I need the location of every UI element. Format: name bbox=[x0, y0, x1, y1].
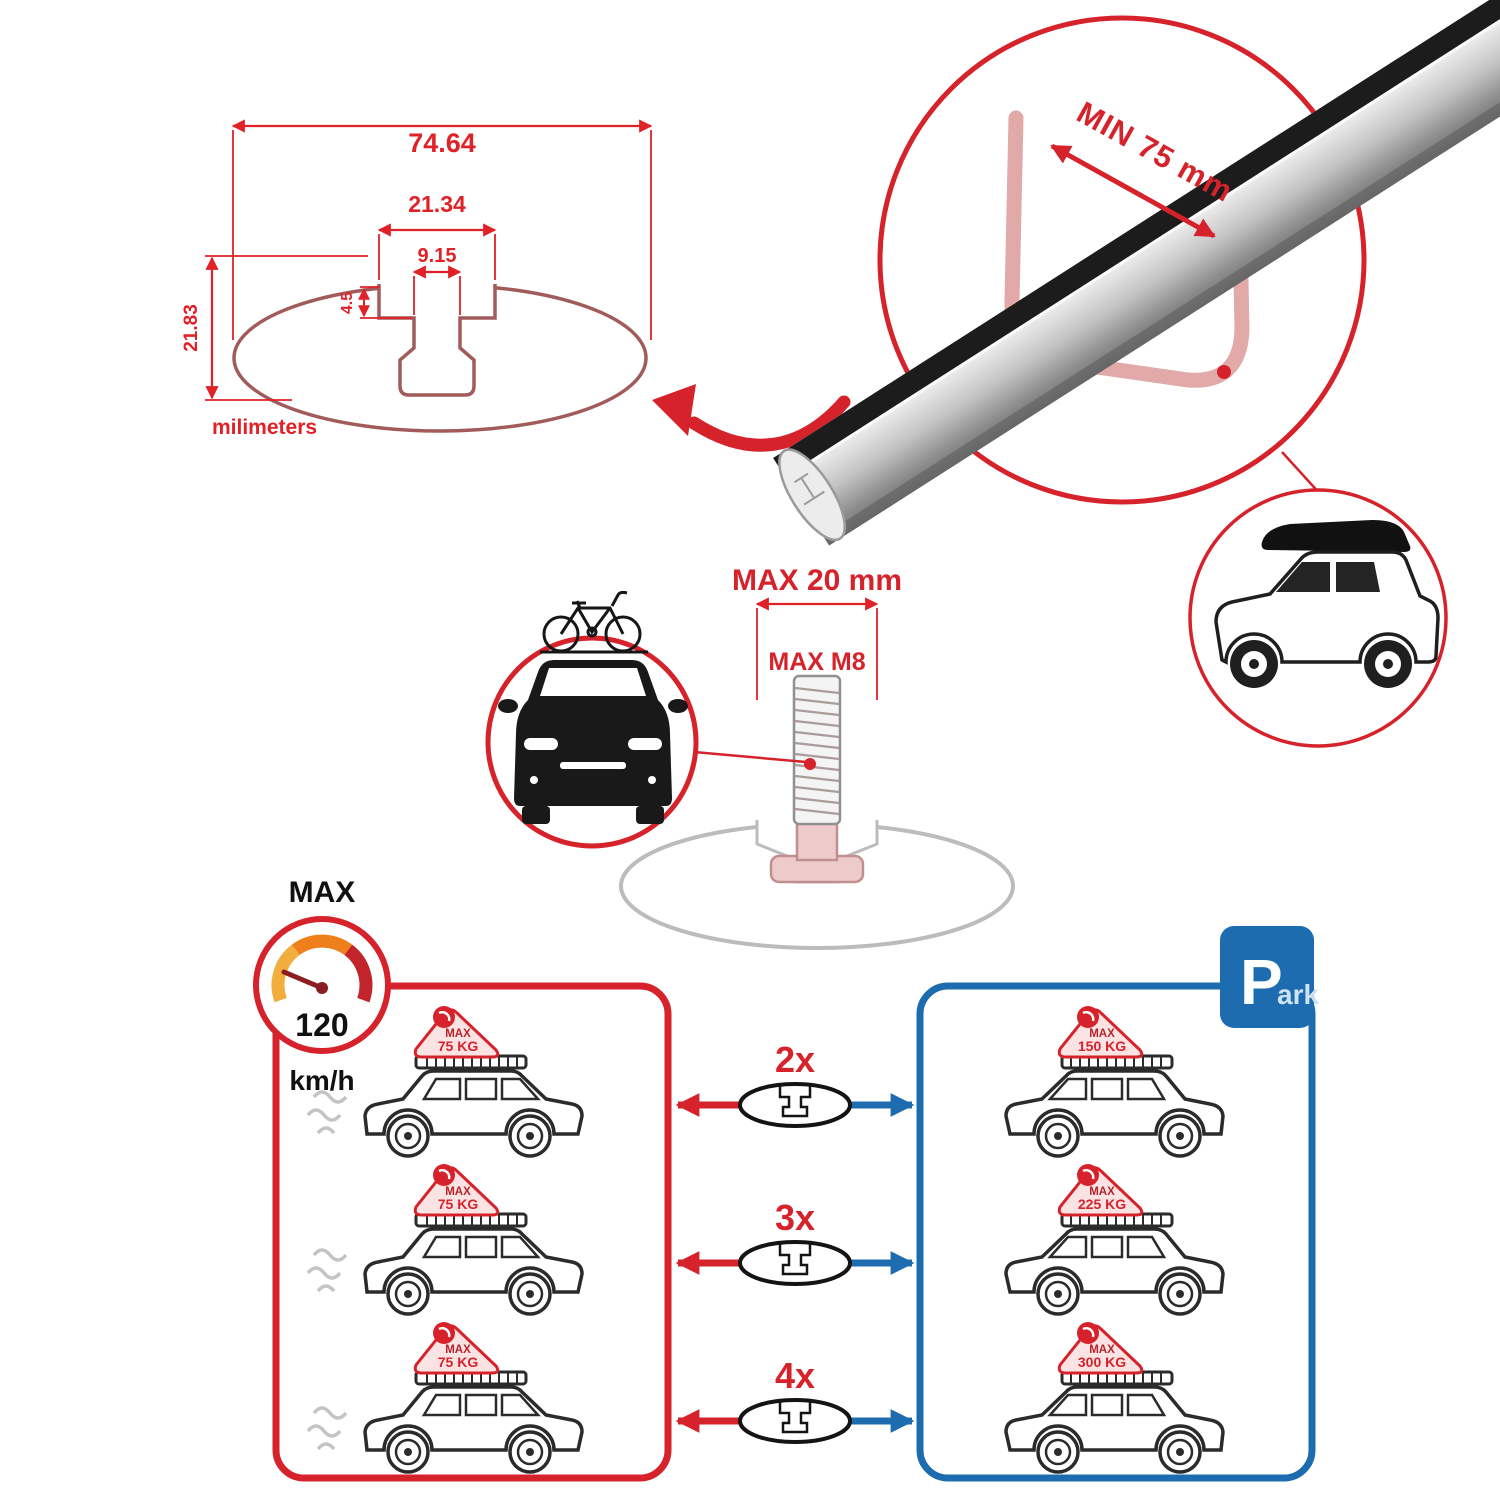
tag-max-label: MAX bbox=[445, 1186, 471, 1198]
bracket-dot bbox=[1217, 365, 1231, 379]
dim-opening-label: 21.34 bbox=[408, 191, 466, 217]
tag-load-value: 300 KG bbox=[1078, 1354, 1126, 1370]
multiplier-2x: 2x bbox=[775, 1039, 815, 1080]
thread-size-label: MAX M8 bbox=[768, 648, 865, 676]
bolt-diagram: MAX 20 mm MAX M8 bbox=[485, 564, 1015, 950]
bike-icon bbox=[540, 590, 648, 654]
multiplier-column: 2x 3x 4x bbox=[675, 1039, 915, 1444]
crossbar-oval-icon bbox=[738, 1082, 852, 1128]
max-width-label: MAX 20 mm bbox=[732, 564, 902, 597]
tag-load-value: 75 KG bbox=[438, 1354, 479, 1370]
crossbar-oval-icon bbox=[738, 1398, 852, 1444]
dim-width-label: 74.64 bbox=[408, 128, 476, 158]
right-car-row-3: MAX 300 KG bbox=[1004, 1320, 1225, 1474]
left-car-row-3: MAX 75 KG bbox=[306, 1320, 584, 1474]
gauge-needle bbox=[281, 969, 325, 991]
detail-circle bbox=[877, 15, 1367, 505]
tag-load-value: 225 KG bbox=[1078, 1196, 1126, 1212]
right-car-row-1: MAX 150 KG bbox=[1004, 1004, 1225, 1158]
multiplier-3x: 3x bbox=[775, 1197, 815, 1238]
multiplier-4x: 4x bbox=[775, 1355, 815, 1396]
right-car-row-2: MAX 225 KG bbox=[1004, 1162, 1225, 1316]
profile-t-slot bbox=[377, 284, 497, 397]
tag-max-label: MAX bbox=[445, 1028, 471, 1040]
t-bolt-icon bbox=[769, 674, 865, 884]
tag-load-value: 150 KG bbox=[1078, 1038, 1126, 1054]
speed-limit-gauge: MAX 120 km/h bbox=[253, 876, 391, 1096]
parking-sign: P ark bbox=[1220, 926, 1319, 1028]
tag-load-value: 75 KG bbox=[438, 1038, 479, 1054]
gauge-max-label: MAX bbox=[289, 876, 356, 909]
roofbox-car-circle bbox=[1188, 451, 1448, 748]
dim-step-label: 4.5 bbox=[339, 292, 356, 314]
dim-height-label: 21.83 bbox=[181, 304, 202, 352]
pointer-arrow-icon bbox=[652, 384, 851, 452]
tag-max-label: MAX bbox=[1089, 1344, 1115, 1356]
dim-inner-label: 9.15 bbox=[418, 245, 457, 267]
tag-load-value: 75 KG bbox=[438, 1196, 479, 1212]
min-span-label: MIN 75 mm bbox=[1071, 95, 1239, 209]
left-car-row-1: MAX 75 KG bbox=[306, 1004, 584, 1158]
profile-dimension-diagram: 74.64 21.34 9.15 4.5 21.83 milimeters bbox=[181, 119, 653, 439]
tag-max-label: MAX bbox=[1089, 1028, 1115, 1040]
crossbar-detail-circle: MIN 75 mm bbox=[773, 0, 1500, 546]
crossbar-bar-icon bbox=[773, 0, 1500, 546]
suv-with-roofbox-icon bbox=[1214, 520, 1440, 688]
tag-max-label: MAX bbox=[445, 1344, 471, 1356]
min-span-arrow bbox=[1050, 143, 1216, 239]
parking-ark-label: ark bbox=[1277, 979, 1319, 1010]
car-front-icon bbox=[498, 660, 688, 824]
gauge-speed-value: 120 bbox=[295, 1007, 348, 1043]
left-car-row-2: MAX 75 KG bbox=[306, 1162, 584, 1316]
units-label: milimeters bbox=[212, 416, 317, 439]
parking-p-label: P bbox=[1240, 946, 1283, 1018]
tag-max-label: MAX bbox=[1089, 1186, 1115, 1198]
crossbar-oval-icon bbox=[738, 1240, 852, 1286]
